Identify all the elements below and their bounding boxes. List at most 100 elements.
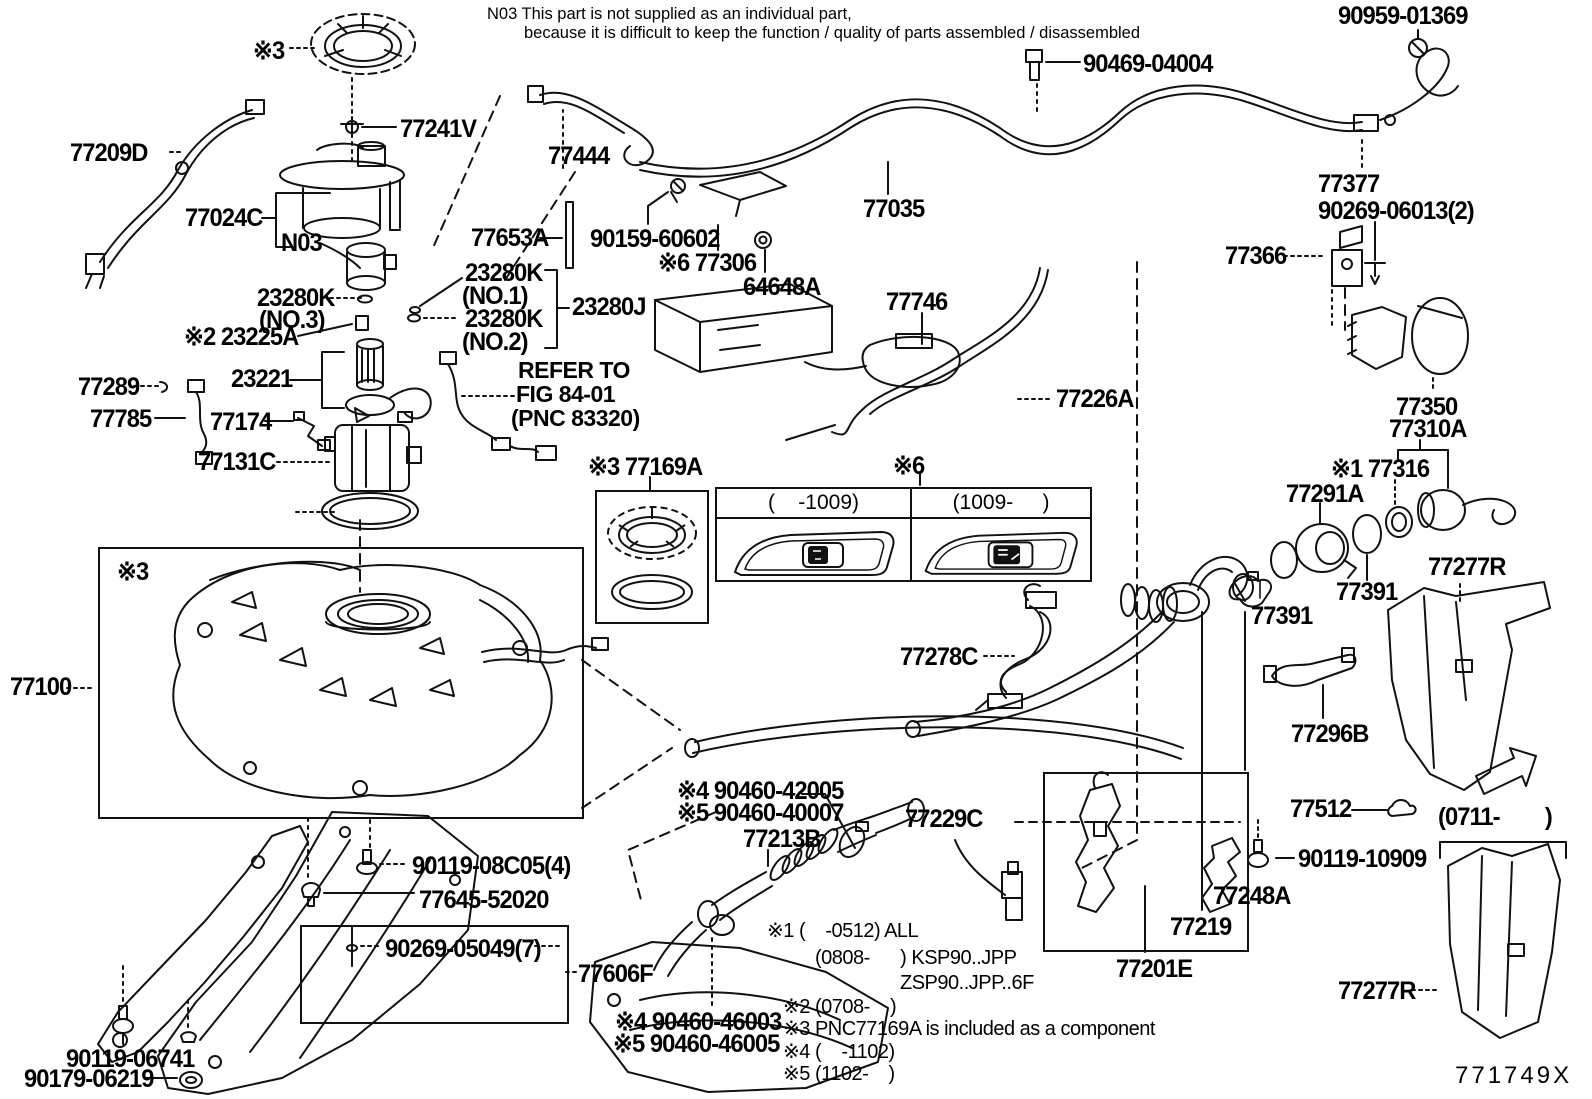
part-label-77035: 77035 [863, 195, 925, 223]
reservoir-and-tube [785, 267, 1053, 441]
part-label-no-2: (NO.2) [462, 328, 528, 356]
part-label-6-77306: ※6 77306 [658, 249, 757, 277]
footnote-2-0708: ※2 (0708- ) [783, 996, 897, 1018]
part-label-90269-06013-2: 90269-06013(2) [1318, 197, 1475, 225]
part-label-77391: 77391 [1336, 578, 1398, 606]
part-label-64648a: 64648A [743, 273, 821, 301]
supply-note-line2: because it is difficult to keep the func… [524, 24, 1141, 42]
part-label-3: ※3 [117, 558, 149, 586]
leader-lines [133, 47, 921, 513]
variant-column-late: (1009- ) [912, 489, 1090, 519]
part-label-no-3: (NO.3) [259, 306, 325, 334]
part-label-77024c: 77024C [185, 204, 263, 232]
part-label-90959-01369: 90959-01369 [1338, 2, 1469, 30]
part-label-77350: 77350 [1396, 393, 1458, 421]
part-label-0711: (0711- ) [1438, 803, 1553, 831]
part-label-77785: 77785 [90, 405, 152, 433]
variant-table: ( -1009) (1009- ) [715, 487, 1092, 582]
footnote-zsp90-jpp-6f: ZSP90..JPP..6F [900, 972, 1034, 994]
part-label-23280k: 23280K [465, 305, 543, 333]
part-label-90159-60602: 90159-60602 [590, 225, 721, 253]
fuel-main-tube [639, 29, 1459, 195]
part-label-23221: 23221 [231, 365, 293, 393]
part-label-77226a: 77226A [1056, 385, 1134, 413]
part-label-77289: 77289 [78, 373, 140, 401]
footnote-5-1102: ※5 (1102- ) [783, 1063, 895, 1085]
part-label-77209d: 77209D [70, 139, 148, 167]
part-label-90269-05049-7: 90269-05049(7) [385, 935, 542, 963]
variant-column-early: ( -1009) [717, 489, 912, 519]
part-label-77746: 77746 [886, 288, 948, 316]
part-label-77296b: 77296B [1291, 720, 1369, 748]
filler-pipe-shield-lower [1411, 747, 1561, 1039]
diagram-id: 771749X [1455, 1062, 1573, 1089]
part-label-77444: 77444 [548, 142, 610, 170]
fuel-lid-opener-icon [733, 530, 894, 576]
fuel-tank-box [98, 547, 584, 819]
fuel-tank-protectors [97, 811, 889, 1095]
part-label-90119-06741: 90119-06741 [66, 1045, 195, 1073]
part-label-90179-06219: 90179-06219 [24, 1065, 155, 1093]
part-label-77512: 77512 [1290, 795, 1352, 823]
part-label-5-90460-40007: ※5 90460-40007 [677, 799, 844, 827]
part-label-no-1: (NO.1) [462, 282, 528, 310]
part-label-77391: 77391 [1251, 602, 1313, 630]
part-label-77241v: 77241V [400, 115, 477, 143]
part-label-n03: N03 [281, 229, 323, 257]
part-label-77645-52020: 77645-52020 [419, 886, 550, 914]
part-label-77219: 77219 [1170, 913, 1232, 941]
part-label-77100: 77100 [10, 673, 72, 701]
shield-77606f-box [300, 925, 569, 1024]
part-label-90119-08c05-4: 90119-08C05(4) [412, 852, 571, 880]
part-label-77213b: 77213B [743, 825, 821, 853]
fuel-lid-opener-icon [924, 531, 1078, 575]
part-label-2-23225a: ※2 23225A [184, 323, 299, 351]
charcoal-canister [647, 171, 833, 373]
bracket-77201e-box [1043, 772, 1249, 952]
fuel-tank [66, 95, 681, 879]
footnote-0808-ksp90-jpp: (0808- ) KSP90..JPP [815, 947, 1017, 969]
part-label-90469-04004: 90469-04004 [1083, 50, 1214, 78]
refer-note-pnc-83320: (PNC 83320) [511, 405, 640, 431]
fuel-inlet-hose [627, 793, 925, 1007]
part-label-1-77316: ※1 77316 [1331, 455, 1430, 483]
part-label-90119-10909: 90119-10909 [1298, 845, 1427, 873]
part-label-77653a: 77653A [471, 224, 549, 252]
variant-cell-late [912, 519, 1090, 580]
part-label-77277r: 77277R [1338, 977, 1416, 1005]
part-label-77366: 77366 [1225, 242, 1287, 270]
part-label-77377: 77377 [1318, 170, 1380, 198]
part-label-5-90460-46005: ※5 90460-46005 [613, 1030, 780, 1058]
footnote-4-1102: ※4 ( -1102) [783, 1041, 895, 1063]
part-label-77131c: 77131C [198, 448, 276, 476]
part-label-23280j: 23280J [572, 293, 647, 321]
supply-note-line1: N03 This part is not supplied as an indi… [487, 5, 852, 23]
pipe-support-brackets [954, 771, 1567, 953]
part-label-77277r: 77277R [1428, 553, 1506, 581]
fuel-pump-module [279, 13, 432, 530]
part-label-77606f: 77606F [578, 960, 654, 988]
part-label-77174: 77174 [210, 408, 272, 436]
part-label-77278c: 77278C [900, 643, 978, 671]
part-label-3-77169a: ※3 77169A [588, 453, 703, 481]
part-label-23280k: 23280K [465, 259, 543, 287]
fuel-suction-tube [85, 99, 265, 289]
part-label-77201e: 77201E [1116, 955, 1193, 983]
fuel-filler-pipe [684, 261, 1259, 911]
part-label-77248a: 77248A [1213, 882, 1291, 910]
part-label-23280k: 23280K [257, 284, 335, 312]
refer-note-fig-84-01: FIG 84-01 [516, 381, 616, 407]
filler-cap-assembly [1228, 439, 1516, 608]
part-label-3: ※3 [253, 37, 285, 65]
fuel-cap-area [1283, 221, 1469, 393]
lock-ring-and-gasket-icon [607, 506, 697, 610]
variant-cell-early [717, 519, 912, 580]
filler-pipe-shield-upper [1263, 581, 1551, 791]
vent-tube [527, 85, 654, 269]
part-label-77229c: 77229C [905, 805, 983, 833]
part-label-6: ※6 [893, 452, 925, 480]
lock-ring-77169a-box [595, 490, 709, 624]
part-label-4-90460-46003: ※4 90460-46003 [615, 1008, 782, 1036]
footnote-1-0512-all: ※1 ( -0512) ALL [767, 920, 919, 942]
